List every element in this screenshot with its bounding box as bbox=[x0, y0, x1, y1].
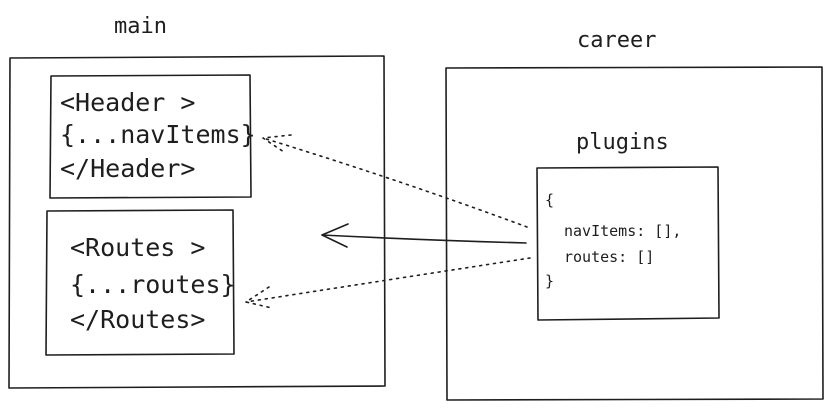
solid-arrow-line bbox=[321, 234, 527, 244]
routes-close-tag: </Routes> bbox=[70, 305, 206, 334]
plugins-navitems-prop: navItems: [], bbox=[564, 222, 682, 240]
header-navitems-spread: {...navItems} bbox=[60, 120, 256, 149]
plugins-label: plugins bbox=[576, 130, 669, 155]
career-label: career bbox=[577, 28, 657, 53]
dotted-arrow-header-head bbox=[262, 134, 292, 153]
header-box bbox=[49, 74, 252, 199]
solid-arrow-head bbox=[321, 223, 349, 248]
plugins-open-brace: { bbox=[545, 191, 555, 209]
main-label: main bbox=[114, 14, 167, 39]
header-open-tag: <Header > bbox=[60, 88, 196, 117]
dotted-arrow-routes-head bbox=[245, 286, 273, 309]
plugins-routes-prop: routes: [] bbox=[564, 248, 655, 266]
career-box bbox=[445, 66, 824, 401]
plugins-box bbox=[536, 166, 720, 321]
routes-spread: {...routes} bbox=[70, 270, 236, 299]
routes-open-tag: <Routes > bbox=[70, 233, 206, 262]
main-box bbox=[8, 55, 386, 389]
routes-box bbox=[45, 209, 235, 356]
header-close-tag: </Header> bbox=[60, 154, 196, 183]
dotted-arrow-header-line bbox=[262, 137, 528, 228]
dotted-arrow-routes-line bbox=[245, 257, 531, 303]
plugins-close-brace: } bbox=[545, 272, 555, 290]
